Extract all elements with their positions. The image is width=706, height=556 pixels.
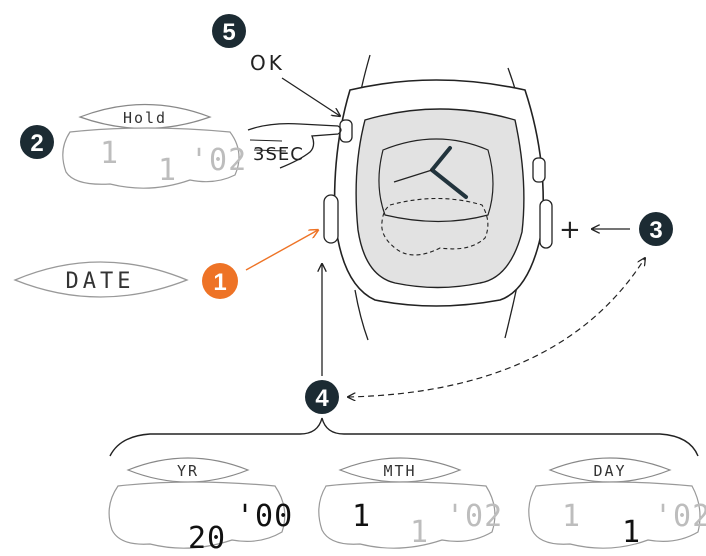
mth-display-body bbox=[318, 481, 496, 549]
yr-display: YR 20 '00 bbox=[108, 457, 293, 556]
step-2: 2 Hold 1 1 '02 3SEC bbox=[20, 103, 342, 189]
watch-strap-bottom-left bbox=[354, 289, 369, 341]
second-hand bbox=[393, 169, 433, 183]
hold-display-body bbox=[62, 127, 240, 189]
mth-left-digit: 1 bbox=[352, 499, 371, 534]
plus-label: + bbox=[559, 215, 581, 245]
hold-left-digit: 1 bbox=[100, 136, 119, 171]
date-display bbox=[13, 261, 189, 298]
day-mid-digit: 1 bbox=[622, 515, 641, 550]
watch-button-bottom-right[interactable] bbox=[539, 199, 553, 249]
watch-button-bottom-left[interactable] bbox=[323, 194, 339, 244]
hand-fingers bbox=[249, 139, 287, 152]
step-1-badge bbox=[202, 263, 238, 299]
mth-display-header bbox=[338, 457, 462, 483]
day-header-text: DAY bbox=[593, 462, 626, 480]
loop-arrow bbox=[348, 258, 645, 397]
date-display-text: DATE bbox=[66, 269, 135, 294]
digital-display-outline bbox=[381, 197, 489, 256]
yr-display-header bbox=[126, 457, 250, 483]
step-3: 3 + bbox=[559, 212, 673, 246]
minute-hand bbox=[430, 168, 468, 199]
hold-mid-digit: 1 bbox=[158, 153, 177, 188]
day-display-header bbox=[548, 457, 672, 483]
mth-right-digits: '02 bbox=[446, 499, 503, 534]
analog-dial bbox=[378, 138, 494, 223]
step-3-badge bbox=[639, 212, 673, 246]
hand-icon bbox=[247, 122, 342, 169]
day-left-digit: 1 bbox=[562, 499, 581, 534]
mth-header-text: MTH bbox=[383, 462, 416, 480]
mth-mid-digit: 1 bbox=[410, 515, 429, 550]
hour-hand bbox=[430, 146, 452, 172]
yr-left-digits: 20 bbox=[188, 521, 226, 556]
watch bbox=[323, 54, 553, 341]
step-4-bracket bbox=[109, 417, 699, 457]
mth-display: MTH 1 1 '02 bbox=[318, 457, 503, 550]
day-display-body bbox=[528, 481, 701, 549]
yr-right-digits: '00 bbox=[236, 499, 293, 534]
watch-button-top-right[interactable] bbox=[532, 157, 546, 183]
step-4: 4 bbox=[109, 258, 699, 457]
step-2-badge bbox=[20, 125, 54, 159]
day-display: DAY 1 1 '02 bbox=[528, 457, 706, 550]
hold-header-text: Hold bbox=[123, 109, 167, 127]
step-5-badge bbox=[212, 14, 246, 48]
yr-display-body bbox=[108, 481, 286, 549]
step-1-number: 1 bbox=[213, 269, 226, 296]
step-5-number: 5 bbox=[222, 19, 235, 46]
step-4-number: 4 bbox=[315, 385, 329, 412]
yr-header-text: YR bbox=[177, 462, 199, 480]
step-1: DATE 1 bbox=[13, 230, 318, 299]
step-1-arrow bbox=[245, 230, 318, 271]
ok-arrow bbox=[281, 77, 340, 116]
day-right-digits: '02 bbox=[654, 499, 706, 534]
step-4-badge bbox=[305, 380, 339, 414]
hold-display-header bbox=[78, 103, 212, 130]
step-2-number: 2 bbox=[30, 130, 43, 157]
step-5: 5 OK bbox=[212, 14, 340, 116]
step-3-number: 3 bbox=[649, 217, 662, 244]
ok-label: OK bbox=[250, 51, 285, 75]
hold-right-digits: '02 bbox=[190, 143, 247, 178]
watch-button-top-left[interactable] bbox=[339, 119, 353, 143]
three-sec-label: 3SEC bbox=[253, 144, 304, 165]
